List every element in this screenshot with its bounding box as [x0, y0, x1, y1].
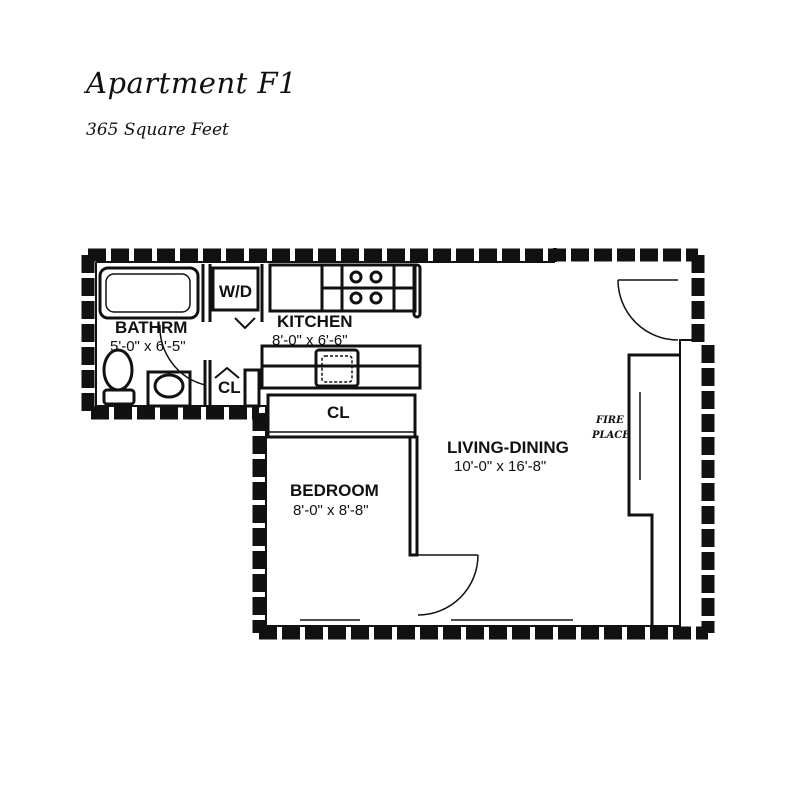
bathroom-label: BATHRM	[115, 318, 187, 337]
living-label: LIVING-DINING	[447, 438, 569, 457]
bathtub	[98, 266, 200, 320]
bedroom-closet-label: CL	[327, 403, 350, 422]
windows	[300, 619, 573, 627]
bedroom-door-swing	[417, 554, 479, 616]
bathroom-size: 5'-0" x 6'-5"	[110, 338, 186, 355]
bath-sink	[146, 370, 192, 408]
bedroom-label: BEDROOM	[290, 481, 379, 500]
washer-dryer-label: W/D	[219, 282, 252, 301]
kitchen-counter-upper	[268, 263, 324, 313]
fireplace-label-1: FIRE	[595, 415, 624, 426]
bathroom-door-swing	[159, 324, 206, 386]
fireplace-label-2: PLACE	[591, 430, 630, 441]
page-title: Apartment F1	[86, 66, 298, 100]
kitchen-sink	[314, 348, 360, 388]
bedroom-closet	[266, 393, 417, 439]
fireplace	[627, 353, 680, 626]
living-size: 10'-0" x 16'-8"	[454, 458, 546, 475]
wall-left	[81, 255, 259, 420]
washer-dryer	[211, 266, 260, 312]
closet-label: CL	[218, 378, 241, 397]
square-footage: 365 Square Feet	[86, 120, 229, 140]
kitchen-label: KITCHEN	[277, 312, 353, 331]
exterior-walls	[81, 248, 715, 640]
entry-door-swing	[617, 279, 679, 341]
bedroom-size: 8'-0" x 8'-8"	[293, 502, 369, 519]
kitchen-size: 8'-0" x 6'-6"	[272, 332, 348, 349]
toilet	[102, 348, 134, 392]
